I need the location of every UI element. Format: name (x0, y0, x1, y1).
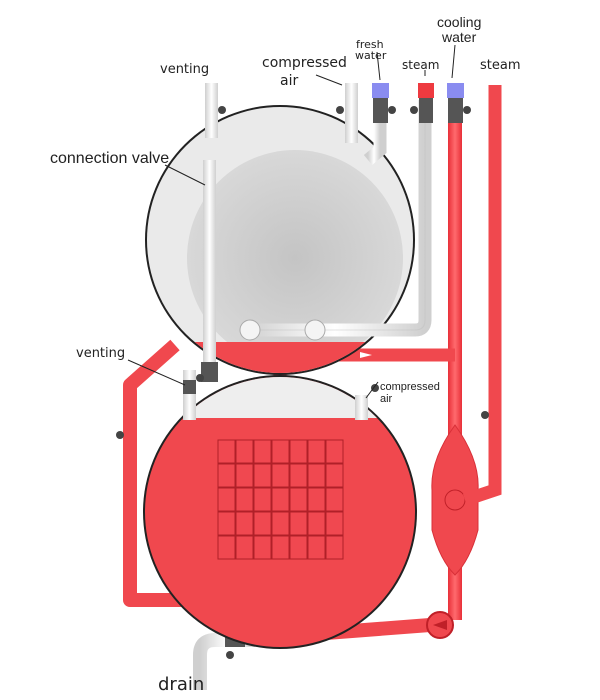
tube-cell (289, 439, 308, 464)
label-compressed-air-lower: compressed (380, 381, 440, 393)
tube-cell (289, 463, 308, 488)
fresh-water-inlet (363, 83, 396, 165)
tube-cell (307, 487, 326, 512)
tube-cell (217, 439, 236, 464)
valve-handle-icon (336, 106, 344, 114)
tube-cell (253, 535, 272, 560)
tube-cell (253, 439, 272, 464)
heat-exchanger-tube-bundle (217, 439, 344, 560)
valve-handle-icon (388, 106, 396, 114)
tube-cell (325, 463, 344, 488)
leader-lines (127, 44, 456, 399)
tube-cell (253, 487, 272, 512)
valve-handle-icon (481, 411, 489, 419)
tube-cell (235, 511, 254, 536)
tube-cell (289, 511, 308, 536)
tube-cell (307, 439, 326, 464)
valve-handle-icon (410, 106, 418, 114)
tube-cell (325, 487, 344, 512)
label-fresh-water: fresh (356, 38, 384, 51)
top-venting-nozzle (205, 83, 226, 138)
tube-cell (271, 511, 290, 536)
valve-handle-icon (226, 651, 234, 659)
label-compressed-air-top: compressed (262, 55, 347, 71)
tube-cell (289, 487, 308, 512)
lower-vessel (143, 375, 417, 649)
cooling-water-inlet-valve (447, 83, 471, 123)
top-compressed-air-nozzle (336, 83, 358, 143)
steam-outlet-pipe (462, 85, 502, 507)
valve-handle-icon (463, 106, 471, 114)
tube-cell (307, 535, 326, 560)
valve-handle-icon (116, 431, 124, 439)
tube-cell (217, 463, 236, 488)
label-venting-lower: venting (76, 346, 125, 361)
tube-cell (271, 535, 290, 560)
label-steam-outlet: steam (480, 58, 521, 73)
tube-cell (235, 439, 254, 464)
tube-cell (217, 511, 236, 536)
label-cooling-water: cooling (437, 14, 481, 30)
tube-cell (307, 463, 326, 488)
tube-cell (235, 535, 254, 560)
lower-compressed-air-nozzle (355, 384, 379, 420)
tube-cell (253, 463, 272, 488)
label-venting-top: venting (160, 62, 209, 77)
valve-handle-icon (371, 384, 379, 392)
tube-cell (217, 487, 236, 512)
tube-cell (307, 511, 326, 536)
tube-cell (217, 535, 236, 560)
tube-cell (235, 487, 254, 512)
tube-cell (289, 535, 308, 560)
label-compressed-air-lower-2: air (380, 393, 393, 405)
label-compressed-air-top-2: air (280, 73, 298, 89)
tube-cell (271, 439, 290, 464)
tube-cell (325, 511, 344, 536)
label-connection-valve: connection valve (50, 150, 169, 167)
tube-cell (325, 439, 344, 464)
tube-cell (271, 487, 290, 512)
connection-valve-pipe (203, 160, 216, 375)
valve-handle-icon (196, 374, 204, 382)
label-cooling-water-2: water (441, 29, 477, 45)
tube-cell (253, 511, 272, 536)
steam-inlet-valve (410, 83, 434, 123)
label-drain: drain (158, 674, 204, 695)
tube-cell (271, 463, 290, 488)
valve-handle-icon (218, 106, 226, 114)
steam-inlet-pipe (245, 100, 432, 337)
tube-cell (325, 535, 344, 560)
lower-venting-nozzle (183, 370, 204, 420)
label-steam-inlet: steam (402, 58, 439, 72)
label-fresh-water-2: water (355, 49, 387, 62)
tube-cell (235, 463, 254, 488)
